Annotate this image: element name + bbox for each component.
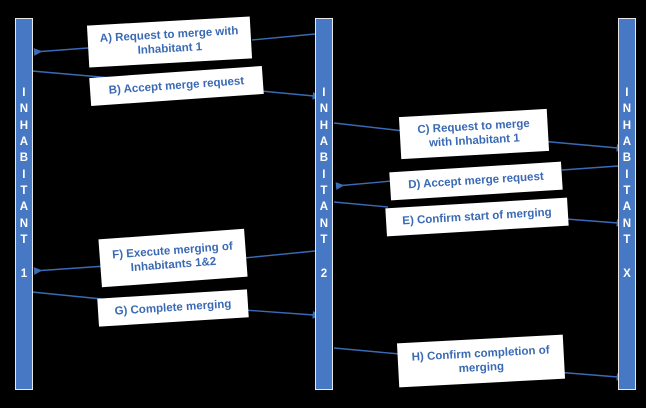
lifeline-title-inhabitant-1: I N H A B I T A N T — [19, 87, 29, 246]
message-label-e: E) Confirm start of merging — [385, 197, 569, 237]
lifeline-index-inhabitant-2: 2 — [320, 268, 328, 281]
message-label-f: F) Execute merging of Inhabitants 1&2 — [98, 228, 248, 288]
message-label-d: D) Accept merge request — [389, 161, 563, 201]
lifeline-title-inhabitant-x: I N H A B I T A N T — [622, 87, 632, 246]
message-label-b: B) Accept merge request — [89, 66, 264, 106]
lifeline-title-inhabitant-2: I N H A B I T A N T — [319, 87, 329, 246]
lifeline-index-inhabitant-1: 1 — [20, 268, 28, 281]
message-label-g: G) Complete merging — [97, 289, 249, 327]
lifeline-inhabitant-1[interactable]: I N H A B I T A N T 1 — [15, 18, 33, 390]
lifeline-index-inhabitant-x: X — [623, 268, 631, 281]
message-label-c: C) Request to merge with Inhabitant 1 — [398, 108, 550, 160]
message-label-a: A) Request to merge with Inhabitant 1 — [86, 16, 253, 68]
lifeline-inhabitant-x[interactable]: I N H A B I T A N T X — [618, 18, 636, 390]
lifeline-inhabitant-2[interactable]: I N H A B I T A N T 2 — [315, 18, 333, 390]
message-label-h: H) Confirm completion of merging — [396, 334, 566, 388]
